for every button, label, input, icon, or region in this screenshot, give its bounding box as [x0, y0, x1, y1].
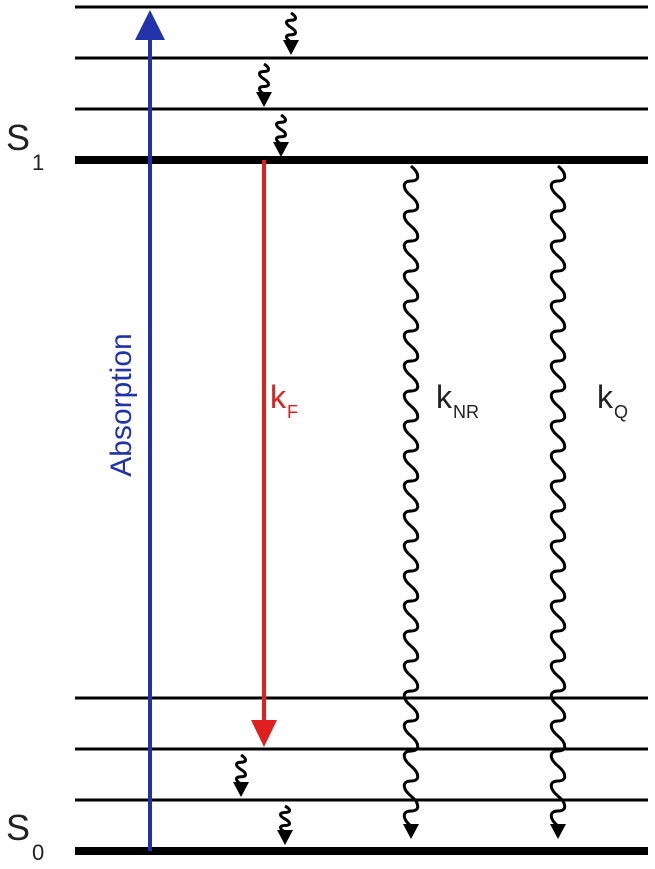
- relaxation-arrow-4: [233, 753, 249, 797]
- quenching-arrow: [549, 164, 567, 839]
- s1-label-sub: 1: [32, 150, 44, 175]
- kq-label-sub: Q: [614, 402, 628, 422]
- relaxation-arrow-2: [256, 62, 272, 107]
- absorption-arrow: [135, 10, 165, 851]
- s0-label: S0: [6, 807, 44, 865]
- kq-label: kQ: [597, 379, 628, 422]
- ground-state-levels: [75, 696, 648, 855]
- knr-label-main: k: [436, 379, 453, 415]
- s0-label-sub: 0: [32, 840, 44, 865]
- kf-label: kF: [270, 379, 298, 422]
- kq-label-main: k: [597, 379, 614, 415]
- s1-label-main: S: [6, 117, 30, 158]
- s1-label: S1: [6, 117, 44, 175]
- excited-state-levels: [75, 5, 648, 164]
- relaxation-arrow-1: [283, 11, 299, 55]
- nonradiative-decay-arrows: [402, 164, 567, 839]
- s0-label-main: S: [6, 807, 30, 848]
- knr-label: kNR: [436, 379, 479, 422]
- relaxation-arrow-3: [273, 113, 289, 157]
- nonradiative-decay-arrow: [402, 164, 420, 839]
- kf-label-sub: F: [287, 402, 298, 422]
- kf-label-main: k: [270, 379, 287, 415]
- vibrational-relaxation-arrows: [233, 11, 299, 845]
- fluorescence-arrow: [251, 160, 277, 747]
- relaxation-arrow-5: [277, 804, 293, 845]
- knr-label-sub: NR: [453, 402, 479, 422]
- absorption-label: Absorption: [105, 333, 138, 476]
